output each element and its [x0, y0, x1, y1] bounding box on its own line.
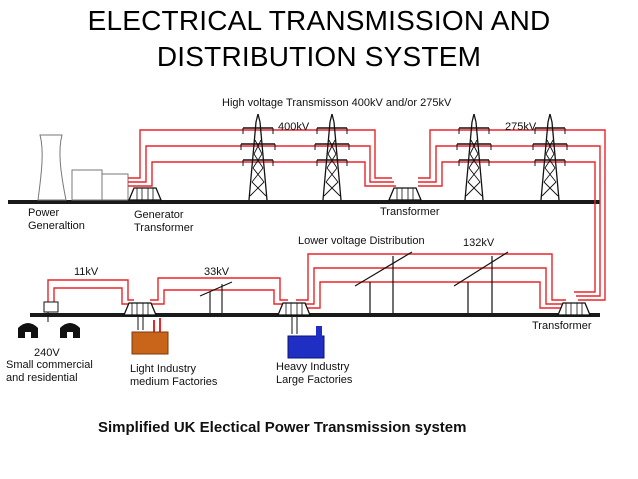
heavy-industry-factory-icon	[287, 326, 325, 359]
diagram-title-line-2: DISTRIBUTION SYSTEM	[156, 41, 482, 72]
pylon-400kv-1	[240, 113, 276, 201]
label-generation: Generaltion	[28, 220, 85, 232]
label-lower-distribution: Lower voltage Distribution	[298, 235, 425, 247]
power-station	[37, 134, 129, 201]
label-medium-factories: medium Factories	[130, 376, 218, 388]
house-icon-2	[60, 323, 80, 338]
pylon-275kv-1	[456, 113, 492, 201]
label-power: Power	[28, 207, 60, 219]
light-industry-factory-icon	[131, 331, 169, 355]
label-132kv: 132kV	[463, 237, 495, 249]
label-hv-transmission: High voltage Transmisson 400kV and/or 27…	[222, 97, 452, 109]
11kv-lines	[47, 279, 134, 305]
transformer-132-33kv-icon	[277, 302, 311, 316]
33kv-lines	[150, 277, 288, 305]
generator-transformer-icon	[128, 187, 162, 201]
132kv-poles	[354, 251, 509, 313]
label-33kv: 33kV	[204, 266, 230, 278]
diagram-caption: Simplified UK Electical Power Transmissi…	[98, 419, 466, 436]
label-generator-transformer: Transformer	[134, 222, 194, 234]
transformer-33-11kv-icon	[123, 302, 157, 316]
pylon-400kv-2	[314, 113, 350, 201]
label-11kv: 11kV	[74, 266, 99, 278]
diagram-title-line-1: ELECTRICAL TRANSMISSION AND	[87, 5, 551, 36]
label-240v: 240V	[34, 347, 60, 359]
label-400kv: 400kV	[278, 121, 310, 133]
label-residential: and residential	[6, 372, 78, 384]
label-light-industry: Light Industry	[130, 363, 197, 375]
33kv-pole	[199, 281, 233, 313]
transformer-icon-bottom	[557, 302, 591, 316]
132kv-lines	[296, 253, 566, 309]
hv-transmission-lines	[128, 129, 606, 301]
label-large-factories: Large Factories	[276, 374, 353, 386]
label-small-commercial: Small commercial	[6, 359, 93, 371]
label-generator: Generator	[134, 209, 184, 221]
pylon-275kv-2	[532, 113, 568, 201]
load-feeders	[47, 312, 298, 334]
label-transformer-bottom: Transformer	[532, 320, 592, 332]
transformer-icon-top	[388, 187, 422, 201]
label-heavy-industry: Heavy Industry	[276, 361, 350, 373]
house-icon-1	[18, 323, 38, 338]
pole-transformer-icon	[43, 301, 59, 313]
label-275kv: 275kV	[505, 121, 537, 133]
label-transformer-top: Transformer	[380, 206, 440, 218]
